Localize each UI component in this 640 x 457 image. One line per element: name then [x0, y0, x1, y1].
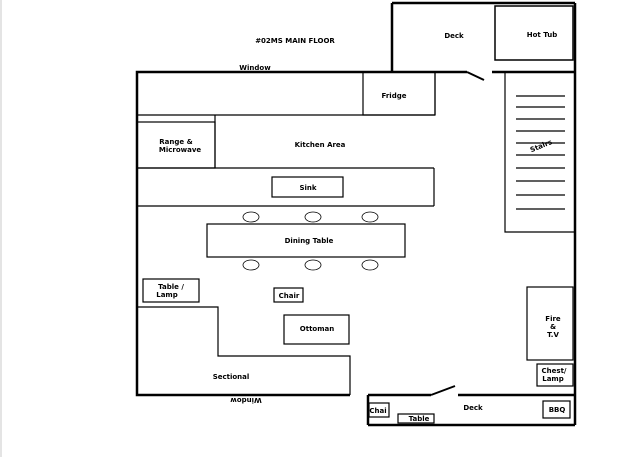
hot-tub-label: Hot Tub [527, 31, 557, 39]
ottoman-label: Ottoman [300, 325, 334, 333]
chest-label-1: Chest/ [542, 367, 567, 375]
chest-label-2: Lamp [542, 375, 564, 383]
bbq-label: BBQ [549, 406, 566, 414]
living-chair-label: Chair [279, 292, 300, 300]
sectional [137, 306, 351, 395]
range-label-2: Microwave [159, 146, 202, 154]
bbq [542, 400, 571, 419]
ottoman [283, 314, 350, 345]
range-label-1: Range & [159, 138, 192, 146]
living-chair [273, 287, 304, 303]
stairs [504, 72, 575, 233]
sink [271, 176, 344, 198]
stairs-label: Stairs [529, 138, 553, 154]
door-swings [430, 71, 485, 396]
chest-lamp [536, 363, 574, 387]
kitchen-area-label: Kitchen Area [295, 141, 346, 149]
sink-label: Sink [299, 184, 316, 192]
fire-label-1: Fire [545, 315, 561, 323]
dining-table-label: Dining Table [285, 237, 334, 245]
fire-label-2: & [550, 323, 556, 331]
fridge-label: Fridge [382, 92, 407, 100]
side-table-label-2: Lamp [156, 291, 178, 299]
sectional-label: Sectional [213, 373, 250, 381]
hot-tub [494, 5, 574, 61]
exterior-walls [135, 1, 577, 427]
window-top-label: Window [239, 64, 271, 72]
side-table-label-1: Table / [158, 283, 184, 291]
deck-bottom-label: Deck [463, 404, 483, 412]
dining-chairs [242, 211, 379, 271]
deck-chair-label: Chai [369, 407, 386, 415]
fireplace-tv [526, 286, 574, 361]
deck-chair [368, 402, 390, 418]
plan-title: #02MS MAIN FLOOR [255, 37, 335, 45]
deck-table-label: Table [409, 415, 430, 423]
deck-table [397, 413, 435, 424]
fire-label-3: T.V [547, 331, 559, 339]
window-bottom-label: Window [230, 396, 262, 404]
dining-table [206, 223, 406, 258]
deck-top-label: Deck [444, 32, 464, 40]
kitchen-counters [136, 71, 436, 207]
side-table [142, 278, 200, 303]
